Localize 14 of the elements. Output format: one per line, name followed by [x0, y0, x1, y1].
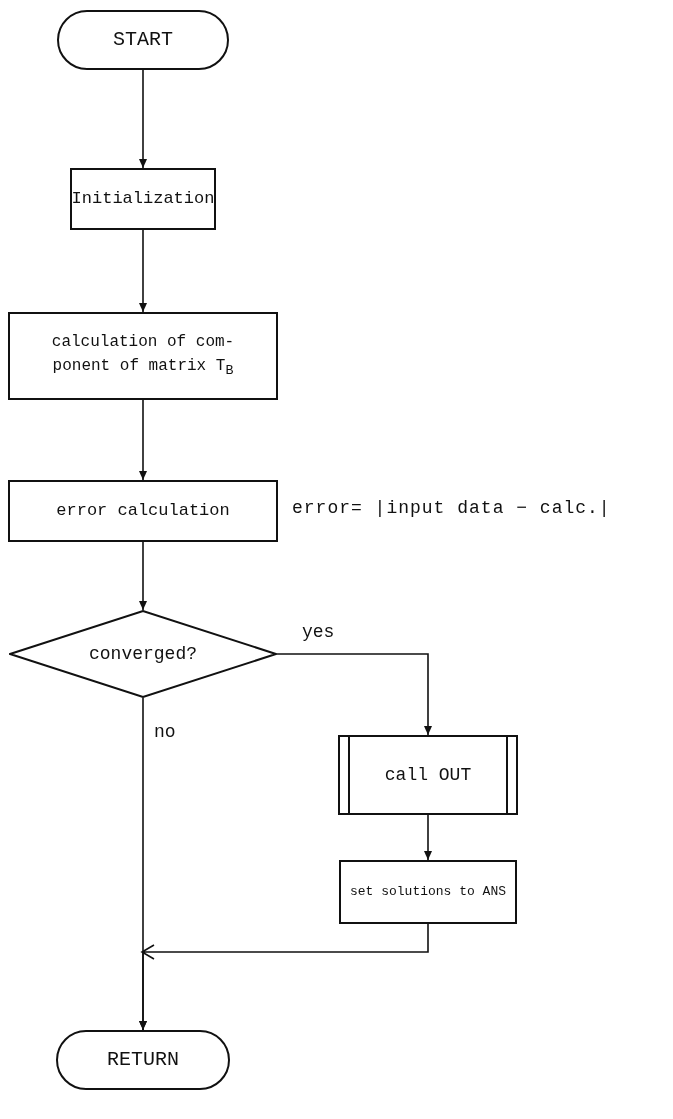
arrow: [139, 229, 147, 313]
arrow: [139, 399, 147, 481]
process-box: set solutions to ANS: [339, 860, 517, 924]
process-box: Initialization: [70, 168, 216, 230]
arrow: [424, 814, 432, 861]
decision-diamond: converged?: [9, 610, 277, 698]
subroutine-box: call OUT: [338, 735, 518, 815]
arrow: [139, 69, 147, 169]
formula-note: error= |input data − calc.|: [292, 498, 611, 518]
arrow: [139, 923, 429, 1031]
process-box: error calculation: [8, 480, 278, 542]
arrow: [139, 541, 147, 611]
process-box: calculation of com- ponent of matrix T$_{B}$: [8, 312, 278, 400]
arrow: [276, 653, 432, 736]
